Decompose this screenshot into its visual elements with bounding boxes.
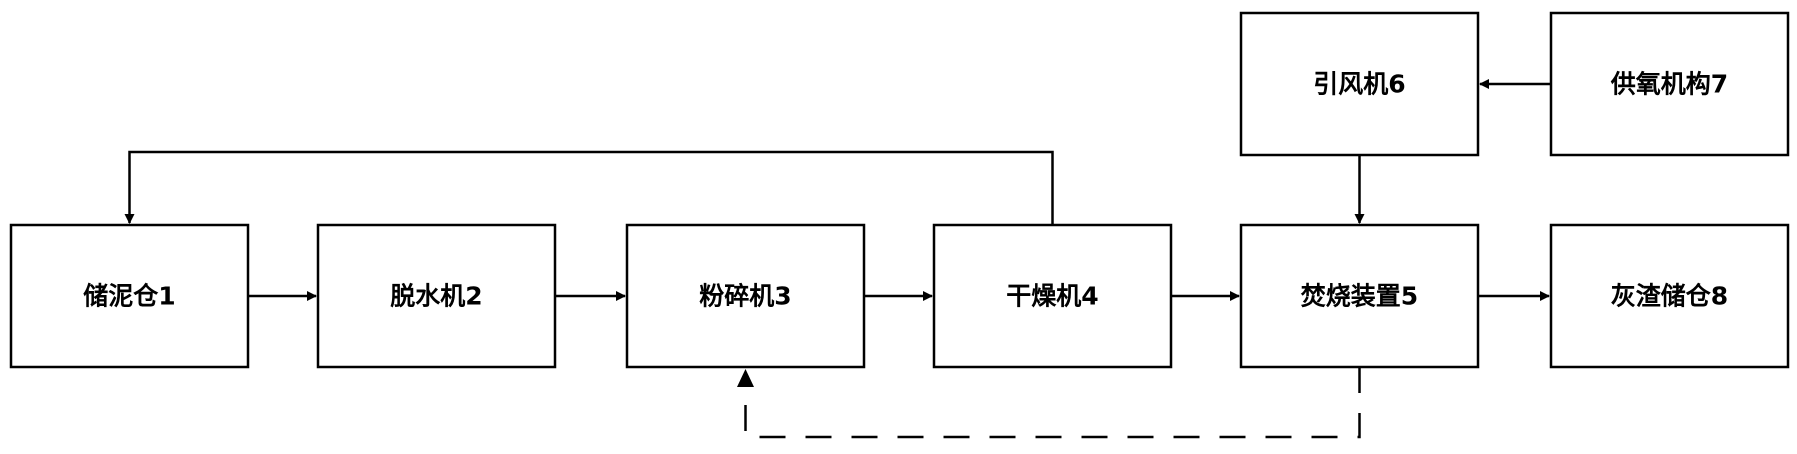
arrow-dryer-return-to-storage xyxy=(124,150,1054,225)
crusher-label: 粉碎机3 xyxy=(699,282,791,311)
dashed-arrowhead-crusher xyxy=(737,369,754,387)
box-oxygen-supply: 供氧机构7 xyxy=(1549,11,1790,157)
storage-bin-label: 储泥仓1 xyxy=(83,282,175,311)
box-induced-draft-fan: 引风机6 xyxy=(1239,11,1480,157)
oxygen-supply-label: 供氧机构7 xyxy=(1610,70,1728,99)
dashed-incinerator-to-crusher xyxy=(744,367,1361,439)
box-storage-bin: 储泥仓1 xyxy=(9,223,250,369)
box-dewatering-machine: 脱水机2 xyxy=(316,223,557,369)
box-dryer: 干燥机4 xyxy=(932,223,1173,369)
dryer-label: 干燥机4 xyxy=(1006,282,1098,311)
box-incinerator: 焚烧装置5 xyxy=(1239,223,1480,369)
dewatering-machine-label: 脱水机2 xyxy=(390,282,482,311)
box-ash-storage-bin: 灰渣储仓8 xyxy=(1549,223,1790,369)
ash-storage-bin-label: 灰渣储仓8 xyxy=(1611,282,1728,311)
induced-draft-fan-label: 引风机6 xyxy=(1313,70,1405,99)
box-crusher: 粉碎机3 xyxy=(625,223,866,369)
incinerator-label: 焚烧装置5 xyxy=(1301,282,1418,311)
